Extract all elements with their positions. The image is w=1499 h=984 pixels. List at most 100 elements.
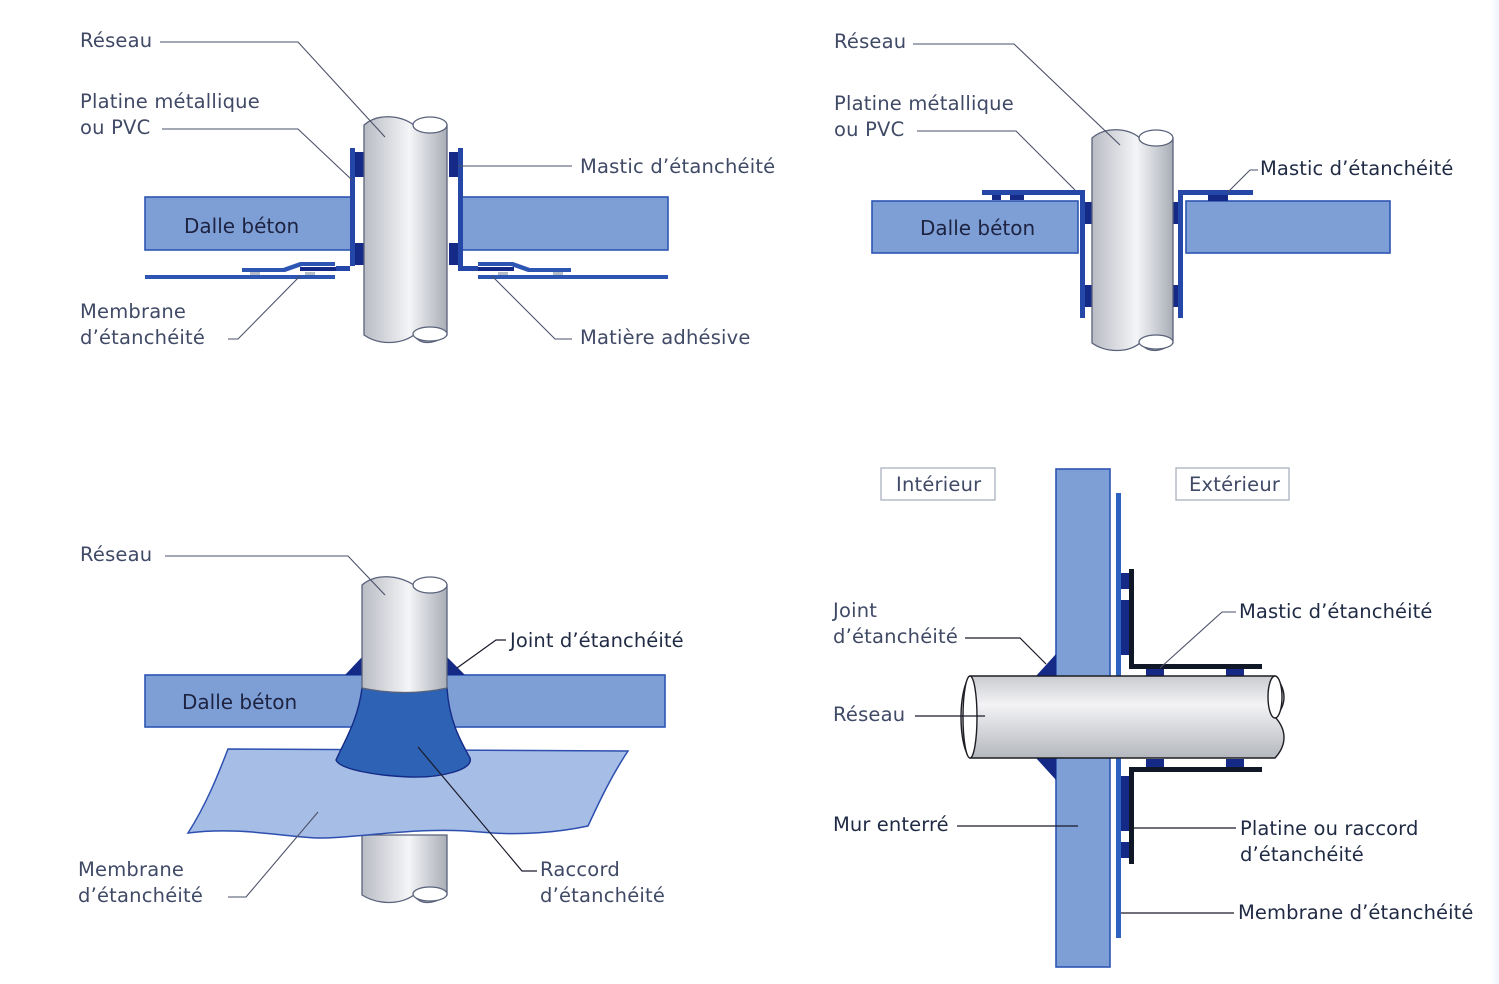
mastic-right <box>1208 195 1228 201</box>
sealant-left-bottom <box>355 243 364 265</box>
label-platine-line2: ou PVC <box>80 116 150 139</box>
leader-raccord <box>417 746 537 872</box>
mastic-wall-upper-2 <box>1121 600 1129 655</box>
leader-matiere <box>491 275 572 340</box>
label-dalle: Dalle béton <box>920 216 1035 240</box>
label-mastic: Mastic d’étanchéité <box>580 155 775 178</box>
pipe <box>960 675 1285 759</box>
label-membrane-line1: Membrane <box>80 300 186 323</box>
label-platine-line1: Platine métallique <box>80 90 260 113</box>
mastic-pipe-lower-2 <box>1226 759 1244 767</box>
label-reseau: Réseau <box>833 703 905 726</box>
label-mur: Mur enterré <box>833 813 949 836</box>
sealant-left-bottom <box>1085 285 1092 307</box>
label-joint-line2: d’étanchéité <box>833 625 958 648</box>
mastic-pipe-lower-1 <box>1146 759 1164 767</box>
pipe-bottom-end <box>1138 334 1174 350</box>
adhesive-dot <box>553 272 563 275</box>
mastic-pipe-upper-1 <box>1146 669 1164 677</box>
joint-fillet-lower <box>1036 758 1056 780</box>
plate-right <box>458 148 478 271</box>
label-platine-line2: d’étanchéité <box>1240 843 1364 866</box>
label-reseau: Réseau <box>834 30 906 53</box>
label-mastic: Mastic d’étanchéité <box>1260 157 1453 180</box>
sealant-right-top <box>449 152 458 177</box>
pipe-top-end <box>1138 129 1174 147</box>
label-joint: Joint d’étanchéité <box>508 629 684 652</box>
pipe-bottom-end <box>412 886 448 902</box>
joint-fillet-upper <box>1036 654 1056 676</box>
sealing-fitting <box>335 687 471 778</box>
label-raccord-line2: d’étanchéité <box>540 884 665 907</box>
membrane-flap-right <box>478 262 571 272</box>
sealant-right-bottom <box>1171 285 1178 307</box>
mastic-pipe-upper-2 <box>1226 669 1244 677</box>
label-joint-line1: Joint <box>831 599 877 622</box>
concrete-slab-left <box>144 196 353 251</box>
label-dalle: Dalle béton <box>182 690 297 714</box>
leader-joint <box>965 637 1047 665</box>
pipe-right-end <box>1267 675 1283 719</box>
adhesive-dot <box>498 272 508 275</box>
label-matiere: Matière adhésive <box>580 326 751 349</box>
sealant-right-top <box>1171 202 1178 224</box>
diagram-buried-wall: Intérieur Extérieur Joint d’étanchéité M… <box>831 467 1473 968</box>
mastic-wall-lower-2 <box>1121 842 1129 858</box>
label-membrane-line2: d’étanchéité <box>80 326 205 349</box>
concrete-slab-right <box>1185 200 1391 254</box>
diagram-slab-fitting-membrane: Réseau Joint d’étanchéité Dalle béton Me… <box>78 543 684 907</box>
mastic-wall-upper-1 <box>1121 573 1129 589</box>
concrete-slab-right <box>460 196 669 251</box>
label-raccord-line1: Raccord <box>540 858 620 881</box>
leader-membrane <box>228 811 319 898</box>
leader-reseau <box>165 555 386 596</box>
diagram-slab-plate-top: Réseau Platine métallique ou PVC Mastic … <box>834 30 1453 352</box>
adhesive-dot <box>305 272 315 275</box>
membrane-left <box>145 275 335 279</box>
label-dalle: Dalle béton <box>184 214 299 238</box>
adhesive-right <box>478 267 514 271</box>
label-membrane-line2: d’étanchéité <box>78 884 203 907</box>
leader-membrane <box>228 275 301 340</box>
pipe <box>1091 129 1174 352</box>
pipe-upper <box>361 576 448 694</box>
label-mastic: Mastic d’étanchéité <box>1239 600 1432 623</box>
leader-platine <box>162 128 353 181</box>
page-edge-shade <box>1490 0 1499 984</box>
label-exterieur: Extérieur <box>1189 473 1281 496</box>
label-membrane-line1: Membrane <box>78 858 184 881</box>
label-platine-line1: Platine métallique <box>834 92 1014 115</box>
label-platine-line1: Platine ou raccord <box>1240 817 1418 840</box>
pipe-left-end <box>962 675 978 759</box>
interior-box <box>880 467 996 501</box>
leader-mastic <box>1159 611 1236 669</box>
membrane-right <box>478 275 668 279</box>
mastic-wall-lower-1 <box>1121 776 1129 831</box>
membrane-flap-left <box>242 262 335 272</box>
label-membrane: Membrane d’étanchéité <box>1238 901 1473 924</box>
label-reseau: Réseau <box>80 29 152 52</box>
mastic-left-inner <box>1010 195 1024 200</box>
membrane-sheet <box>186 748 630 839</box>
sealant-left-top <box>1085 202 1092 224</box>
leader-reseau <box>160 41 386 138</box>
joint-fillet-left <box>345 657 362 675</box>
joint-fillet-right <box>447 657 465 675</box>
pipe-top-end <box>412 576 448 594</box>
adhesive-left <box>300 267 336 271</box>
label-interieur: Intérieur <box>896 473 982 496</box>
label-platine-line2: ou PVC <box>834 118 904 141</box>
sealant-right-bottom <box>449 243 458 265</box>
mastic-left-outer <box>992 195 1001 200</box>
exterior-box <box>1175 467 1290 501</box>
adhesive-dot <box>250 272 260 275</box>
pipe <box>363 116 448 344</box>
pipe-top-end <box>412 116 448 134</box>
pipe-bottom-end <box>412 326 448 342</box>
sealant-left-top <box>355 152 364 177</box>
diagram-slab-plate-under-membrane: Réseau Platine métallique ou PVC Mastic … <box>80 29 775 349</box>
concrete-slab-left <box>871 200 1079 254</box>
leader-platine <box>917 130 1076 191</box>
label-reseau: Réseau <box>80 543 152 566</box>
